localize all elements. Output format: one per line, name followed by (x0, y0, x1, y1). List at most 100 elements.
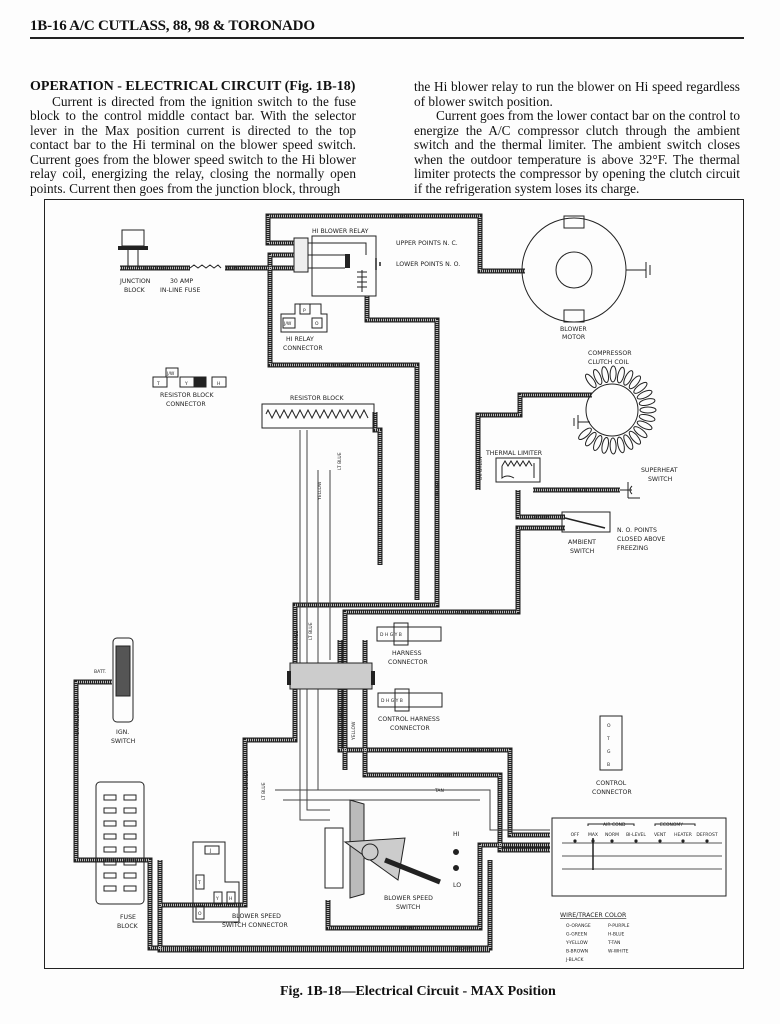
position-label: VENT (654, 832, 666, 838)
pin-label: J/W (283, 321, 292, 327)
wire-label: LT BLUE (337, 452, 343, 470)
wire-label: DK GREEN (339, 706, 345, 730)
coil-loop (593, 435, 603, 451)
coil-loop (633, 426, 648, 439)
pin-label: H (217, 381, 220, 387)
label: THERMAL LIMITER (485, 450, 543, 457)
label: BLOWER SPEED (232, 913, 281, 920)
resistor-block-connector (152, 367, 227, 388)
legend-entry: T-TAN (607, 940, 620, 946)
diagram-frame (44, 199, 744, 969)
inline-fuse (189, 264, 222, 269)
label: MOTOR (562, 334, 586, 341)
label: JUNCTION (119, 278, 151, 285)
label: SWITCH (648, 476, 673, 483)
coil-loop (585, 373, 597, 389)
wire-fill (266, 214, 525, 273)
label: SWITCH (570, 548, 595, 555)
label: SWITCH (111, 738, 136, 745)
text-column-left: OPERATION - ELECTRICAL CIRCUIT (Fig. 1B-… (30, 79, 356, 196)
position-dot (705, 839, 709, 843)
label: CONTROL (596, 780, 627, 787)
label: HARNESS (392, 650, 422, 657)
coil-loop (636, 420, 653, 431)
wire-fill (158, 860, 490, 952)
label: CONNECTOR (283, 345, 323, 352)
label: FREEZING (617, 545, 648, 552)
ground-icon (573, 415, 590, 429)
wire-fill (268, 253, 419, 600)
wire-fill (373, 412, 382, 565)
label: AMBIENT (568, 539, 596, 546)
paragraph: Current goes from the lower contact bar … (414, 108, 740, 196)
wire-fill (160, 296, 439, 907)
harness-connector-block (287, 662, 375, 690)
pin-label: B (607, 762, 610, 768)
label: BLOCK (117, 923, 139, 930)
wire-label: TAN (434, 788, 444, 794)
position-dot (634, 839, 638, 843)
pin-label: O (607, 723, 611, 729)
label: BATT. (94, 669, 106, 675)
position-dot (591, 839, 595, 843)
coil-loop (638, 413, 656, 422)
pin-label: J/W (166, 371, 175, 377)
legend-title: WIRE/TRACER COLOR (560, 912, 627, 919)
position-label: DEFROST (696, 832, 717, 838)
fuse-icon (103, 807, 117, 814)
fuse-icon (123, 872, 137, 879)
fuse-block (95, 781, 145, 905)
wire-resistor-lt-blue (372, 412, 383, 565)
label: CONTROL HARNESS (378, 716, 440, 723)
wire-label: ORANGE (225, 266, 244, 272)
fuse-icon (123, 846, 137, 853)
legend-entry: O-ORANGE (566, 923, 591, 929)
label: COMPRESSOR (588, 350, 632, 357)
wire-fill (476, 393, 592, 490)
wire-label: YELLOW (317, 481, 323, 501)
position-dot (610, 839, 614, 843)
position-label: MAX (588, 832, 598, 838)
fuse-icon (123, 833, 137, 840)
fuse-icon (123, 794, 137, 801)
pin-label: T (197, 880, 201, 886)
label: CONNECTOR (592, 789, 632, 796)
clutch-ring (585, 383, 639, 437)
fuse-icon (103, 820, 117, 827)
legend-entry: G-GREEN (566, 932, 587, 938)
thin-wires (275, 430, 550, 831)
wire-labels: PURPLE BLACK/RED ORANGE BLACK/WHITE BLAC… (75, 214, 589, 954)
ambient-switch (561, 511, 611, 533)
wire-label: BLACK/RED (144, 266, 170, 272)
control-connector (599, 715, 623, 771)
harness-connector (376, 622, 442, 646)
page-header: 1B-16 A/C CUTLASS, 88, 98 & TORONADO (30, 18, 315, 34)
label: 30 AMP (170, 278, 193, 285)
wire-fill (516, 490, 565, 519)
fuse-icon (103, 794, 117, 801)
pin-label: D H G Y B (380, 632, 402, 638)
control-panel (551, 817, 727, 897)
label: CONNECTOR (390, 725, 430, 732)
fuse-icon (123, 885, 137, 892)
coil-loop (633, 381, 648, 394)
wire-label: BROWN (455, 946, 473, 952)
fuse-icon (103, 872, 117, 879)
position-dot (658, 839, 662, 843)
wire-label: PURPLE (395, 214, 412, 220)
label: SWITCH CONNECTOR (222, 922, 289, 929)
label: IN-LINE FUSE (160, 287, 200, 294)
pin-label: G (607, 749, 611, 755)
wire-fill (338, 640, 550, 837)
figure-caption: Fig. 1B-18—Electrical Circuit - MAX Posi… (280, 984, 556, 999)
coil-loop (616, 436, 625, 454)
coil-loop (638, 398, 656, 407)
legend-entry: W-WHITE (608, 949, 629, 955)
coil-loop (601, 366, 610, 383)
label: UPPER POINTS N. C. (396, 240, 458, 247)
fuse-icon (123, 859, 137, 866)
label: SWITCH (396, 904, 421, 911)
control-harness-connector (377, 688, 443, 712)
